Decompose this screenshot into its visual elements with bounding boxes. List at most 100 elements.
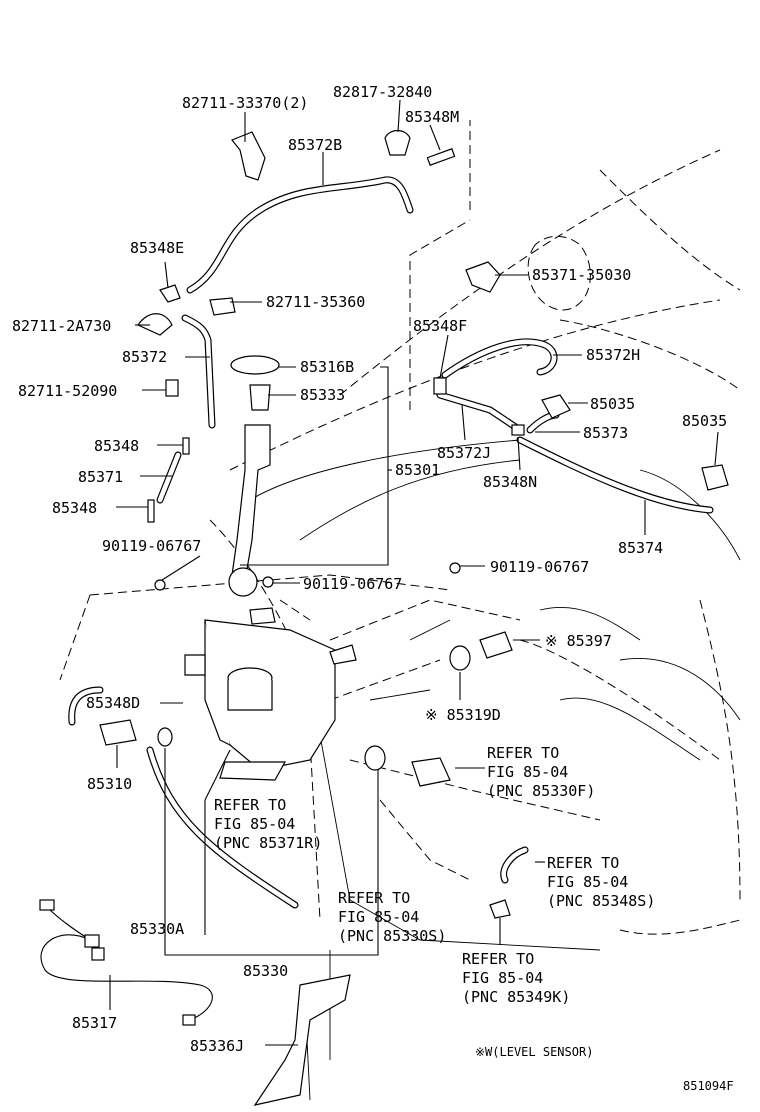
wire-harness-85317 [39,899,213,1026]
label-85310: 85310 [87,775,132,793]
inlet-85301 [228,424,271,597]
pump-85330f [411,757,451,787]
legend-level-sensor: ※W(LEVEL SENSOR) [475,1045,593,1059]
label-85348m: 85348M [405,108,459,126]
label-85373: 85373 [583,424,628,442]
refer-note-85348s: REFER TO FIG 85-04 (PNC 85348S) [547,854,655,910]
pump-85310 [99,719,137,746]
refer-line: (PNC 85371R) [214,834,322,852]
car-body-outline [59,120,741,1101]
grommet-85319d [449,645,471,671]
sensor-85397 [479,631,513,659]
label-85035-b: 85035 [682,412,727,430]
refer-line: (PNC 85348S) [547,892,655,910]
hose-85372 [181,314,216,429]
label-90119-c: 90119-06767 [490,558,589,576]
label-90119-a: 90119-06767 [102,537,201,555]
cap-85316b [230,355,280,375]
refer-line: REFER TO [462,950,534,968]
label-85301: 85301 [395,461,440,479]
label-85348n: 85348N [483,473,537,491]
label-82711-52090: 82711-52090 [18,382,117,400]
joint-85348-lower [147,499,155,523]
label-90119-b: 90119-06767 [303,575,402,593]
refer-line: FIG 85-04 [214,815,295,833]
clip-82711-2a730 [137,313,173,336]
hose-85372h [441,338,558,379]
clip-82711-52090 [165,379,179,397]
refer-note-85349k: REFER TO FIG 85-04 (PNC 85349K) [462,950,570,1006]
hose-85374 [516,436,714,514]
hose-lower-85330 [146,746,299,909]
hose-85371 [156,451,182,504]
clip-82711-35360 [209,297,236,316]
label-85348-upper: 85348 [94,437,139,455]
joint-85348f [433,377,447,395]
label-85319d: ※ 85319D [425,706,501,724]
filter-85333 [249,384,271,411]
hose-85348d [68,686,104,726]
label-82817-32840: 82817-32840 [333,83,432,101]
refer-line: FIG 85-04 [338,908,419,926]
refer-line: REFER TO [487,744,559,762]
refer-line: (PNC 85349K) [462,988,570,1006]
part-labels: 82711-33370(2) 82817-32840 85348M 85372B… [12,83,727,1055]
leader-lines [109,99,719,1046]
label-85035-a: 85035 [590,395,635,413]
label-82711-33370: 82711-33370(2) [182,94,308,112]
label-85372j: 85372J [437,444,491,462]
label-85330: 85330 [243,962,288,980]
refer-line: REFER TO [214,796,286,814]
label-82711-2a730: 82711-2A730 [12,317,111,335]
refer-line: (PNC 85330S) [338,927,446,945]
clamp-82817-32840 [384,129,411,156]
label-85316b: 85316B [300,358,354,376]
nozzle-85035-b [701,464,729,491]
label-85330a: 85330A [130,920,184,938]
refer-line: FIG 85-04 [487,763,568,781]
label-85374: 85374 [618,539,663,557]
washer-tank [184,607,357,781]
clip-82711-33370 [231,131,266,181]
bolt-90119-a [154,579,166,591]
hose-85372j [436,391,524,434]
hose-85348s [500,846,529,884]
refer-note-85330s: REFER TO FIG 85-04 (PNC 85330S) [338,889,446,945]
grommet-85330a [157,727,173,747]
label-85371-35030: 85371-35030 [532,266,631,284]
refer-line: REFER TO [547,854,619,872]
joint-85348-upper [182,437,190,455]
figure-code: 851094F [683,1079,734,1093]
refer-line: FIG 85-04 [462,969,543,987]
bolt-90119-c [449,562,461,574]
grommet-85330f [364,745,386,771]
nozzle-85035-a [541,394,571,419]
refer-line: FIG 85-04 [547,873,628,891]
label-85371: 85371 [78,468,123,486]
label-85372b: 85372B [288,136,342,154]
refer-line: (PNC 85330F) [487,782,595,800]
label-85333: 85333 [300,386,345,404]
label-85348-lower: 85348 [52,499,97,517]
refer-note-85330f: REFER TO FIG 85-04 (PNC 85330F) [487,744,595,800]
joint-85349k [489,899,511,919]
guard-85336j [253,974,351,1106]
label-82711-35360: 82711-35360 [266,293,365,311]
joint-85348e [159,284,181,303]
label-85372h: 85372H [586,346,640,364]
refer-note-85371r: REFER TO FIG 85-04 (PNC 85371R) [214,796,322,852]
refer-line: REFER TO [338,889,410,907]
label-85348f: 85348F [413,317,467,335]
label-85317: 85317 [72,1014,117,1032]
label-85397: ※ 85397 [545,632,612,650]
hose-85372b [186,176,414,294]
joint-85348n [511,424,525,436]
label-85348d: 85348D [86,694,140,712]
label-85336j: 85336J [190,1037,244,1055]
clip-85371-35030 [465,261,501,293]
bolt-90119-b [262,576,274,588]
label-85372: 85372 [122,348,167,366]
label-85348e: 85348E [130,239,184,257]
joint-85348m [426,148,456,166]
